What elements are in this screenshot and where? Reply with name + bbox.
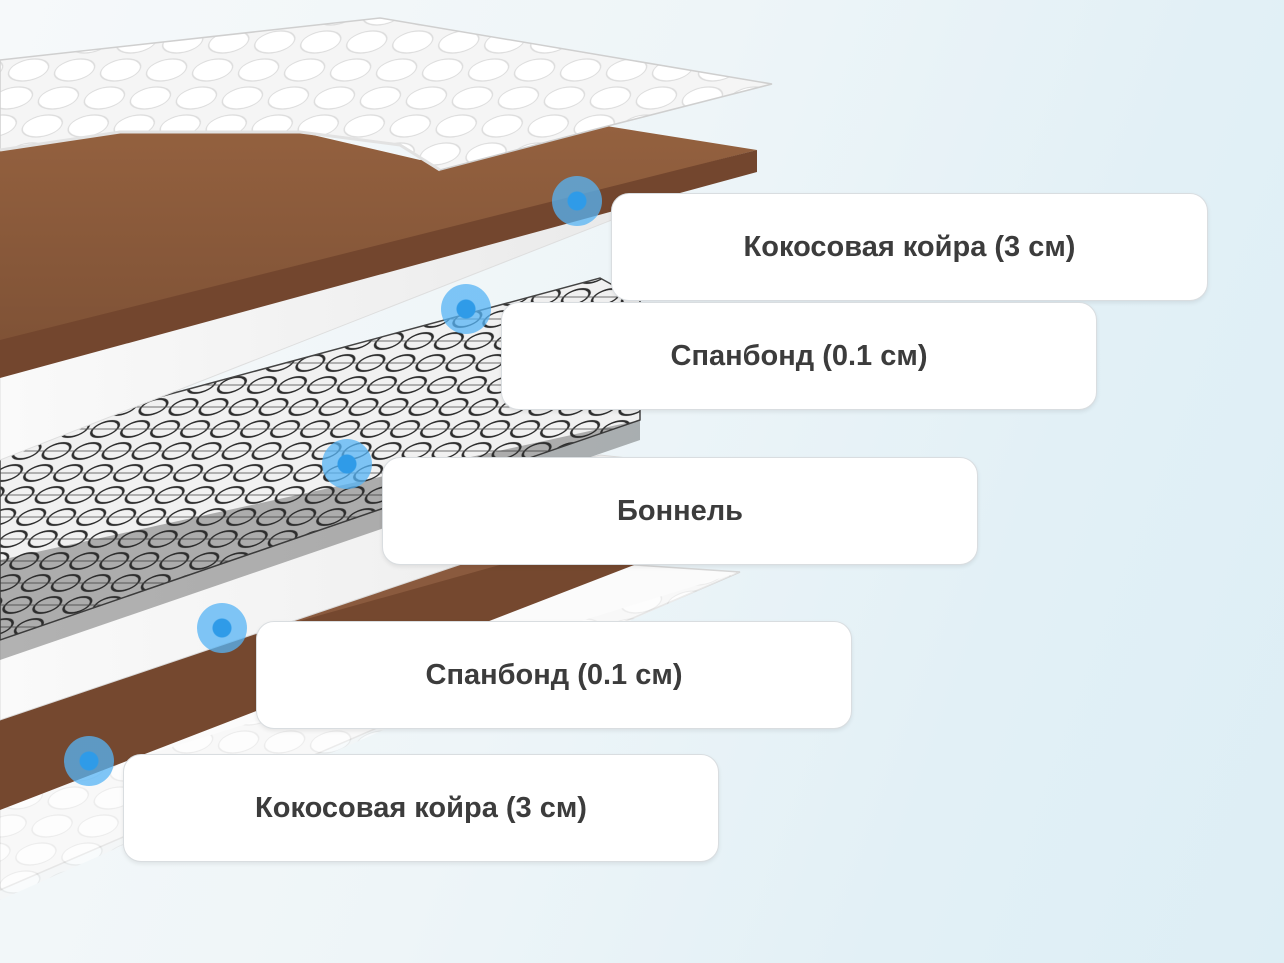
- label-spunbond-top-text: Спанбонд (0.1 см): [670, 339, 928, 372]
- label-coir-top-text: Кокосовая койра (3 см): [743, 230, 1076, 263]
- label-bonnell-text: Боннель: [617, 494, 743, 527]
- layer-marker-coir-top[interactable]: [552, 176, 602, 226]
- layer-marker-bonnell[interactable]: [322, 439, 372, 489]
- layer-marker-coir-bottom[interactable]: [64, 736, 114, 786]
- layer-marker-spunbond-bottom[interactable]: [197, 603, 247, 653]
- label-coir-bottom: Кокосовая койра (3 см): [123, 754, 719, 862]
- layer-marker-spunbond-top[interactable]: [441, 284, 491, 334]
- label-bonnell: Боннель: [382, 457, 978, 565]
- label-spunbond-bottom-text: Спанбонд (0.1 см): [425, 658, 683, 691]
- label-coir-bottom-text: Кокосовая койра (3 см): [255, 791, 587, 824]
- label-spunbond-bottom: Спанбонд (0.1 см): [256, 621, 852, 729]
- label-coir-top: Кокосовая койра (3 см): [611, 193, 1208, 301]
- top-cover-layer: [0, 17, 773, 172]
- label-spunbond-top: Спанбонд (0.1 см): [501, 302, 1097, 410]
